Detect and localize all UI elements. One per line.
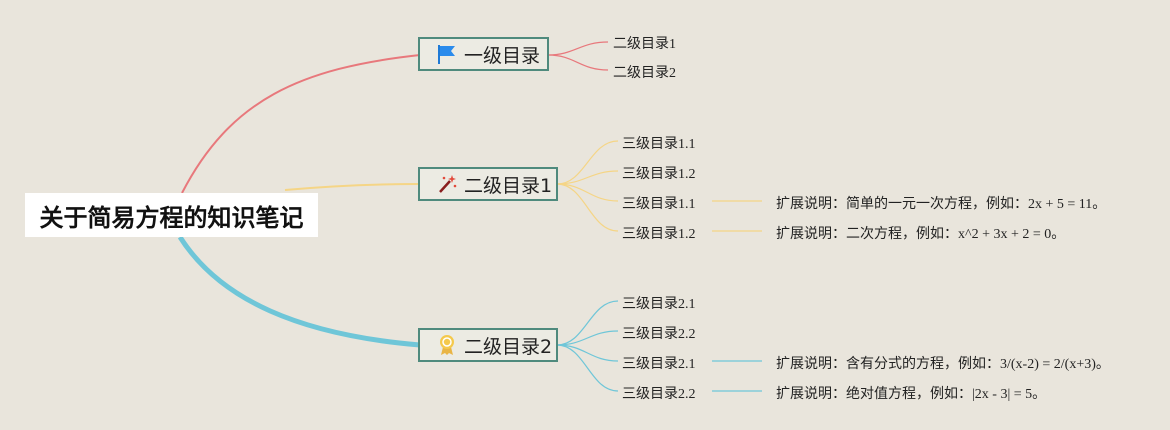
subtopic-b3-1[interactable]: 三级目录2.1 [622, 297, 696, 312]
link-b3-c1 [556, 300, 619, 346]
flag-icon [436, 43, 458, 65]
subtopic-b3-3[interactable]: 三级目录2.1 [622, 357, 696, 372]
root-topic[interactable]: 关于简易方程的知识笔记 [25, 193, 318, 237]
link-b3-c4 [556, 344, 619, 392]
note-b2-2[interactable]: 扩展说明：二次方程，例如：x^2 + 3x + 2 = 0。 [776, 227, 1066, 242]
award-ribbon-icon [436, 334, 458, 356]
note-b3-1[interactable]: 扩展说明：含有分式的方程，例如：3/(x-2) = 2/(x+3)。 [776, 357, 1110, 372]
subtopic-b1-1[interactable]: 二级目录1 [613, 37, 676, 52]
note-b3-2[interactable]: 扩展说明：绝对值方程，例如：|2x - 3| = 5。 [776, 387, 1047, 402]
branch-label: 二级目录1 [464, 174, 553, 197]
subtopic-b1-2[interactable]: 二级目录2 [613, 66, 676, 81]
subtopic-b3-4[interactable]: 三级目录2.2 [622, 387, 696, 402]
link-b3-c2 [556, 330, 619, 346]
branch-topic-3[interactable]: 二级目录2 [418, 328, 558, 362]
subtopic-b2-1[interactable]: 三级目录1.1 [622, 137, 696, 152]
subtopic-b2-3[interactable]: 三级目录1.1 [622, 197, 696, 212]
branch-label: 二级目录2 [464, 335, 553, 358]
link-b3-c3 [556, 344, 619, 362]
branch-label: 一级目录 [464, 44, 541, 67]
link-root-branch1 [181, 54, 421, 194]
branch-topic-2[interactable]: 二级目录1 [418, 167, 558, 201]
branch-topic-1[interactable]: 一级目录 [418, 37, 549, 71]
note-b2-1[interactable]: 扩展说明：简单的一元一次方程，例如：2x + 5 = 11。 [776, 197, 1107, 212]
subtopic-b3-2[interactable]: 三级目录2.2 [622, 327, 696, 342]
magic-wand-icon [436, 173, 458, 195]
link-b2-c3 [556, 183, 619, 202]
link-b2-c2 [556, 170, 619, 185]
link-b2-c1 [556, 140, 619, 185]
link-b1-c1 [547, 41, 609, 56]
link-root-branch3 [177, 235, 421, 348]
link-b2-c4 [556, 183, 619, 232]
subtopic-b2-4[interactable]: 三级目录1.2 [622, 227, 696, 242]
subtopic-b2-2[interactable]: 三级目录1.2 [622, 167, 696, 182]
link-root-branch2 [284, 183, 421, 191]
root-title: 关于简易方程的知识笔记 [39, 203, 304, 232]
link-b1-c2 [547, 54, 609, 71]
